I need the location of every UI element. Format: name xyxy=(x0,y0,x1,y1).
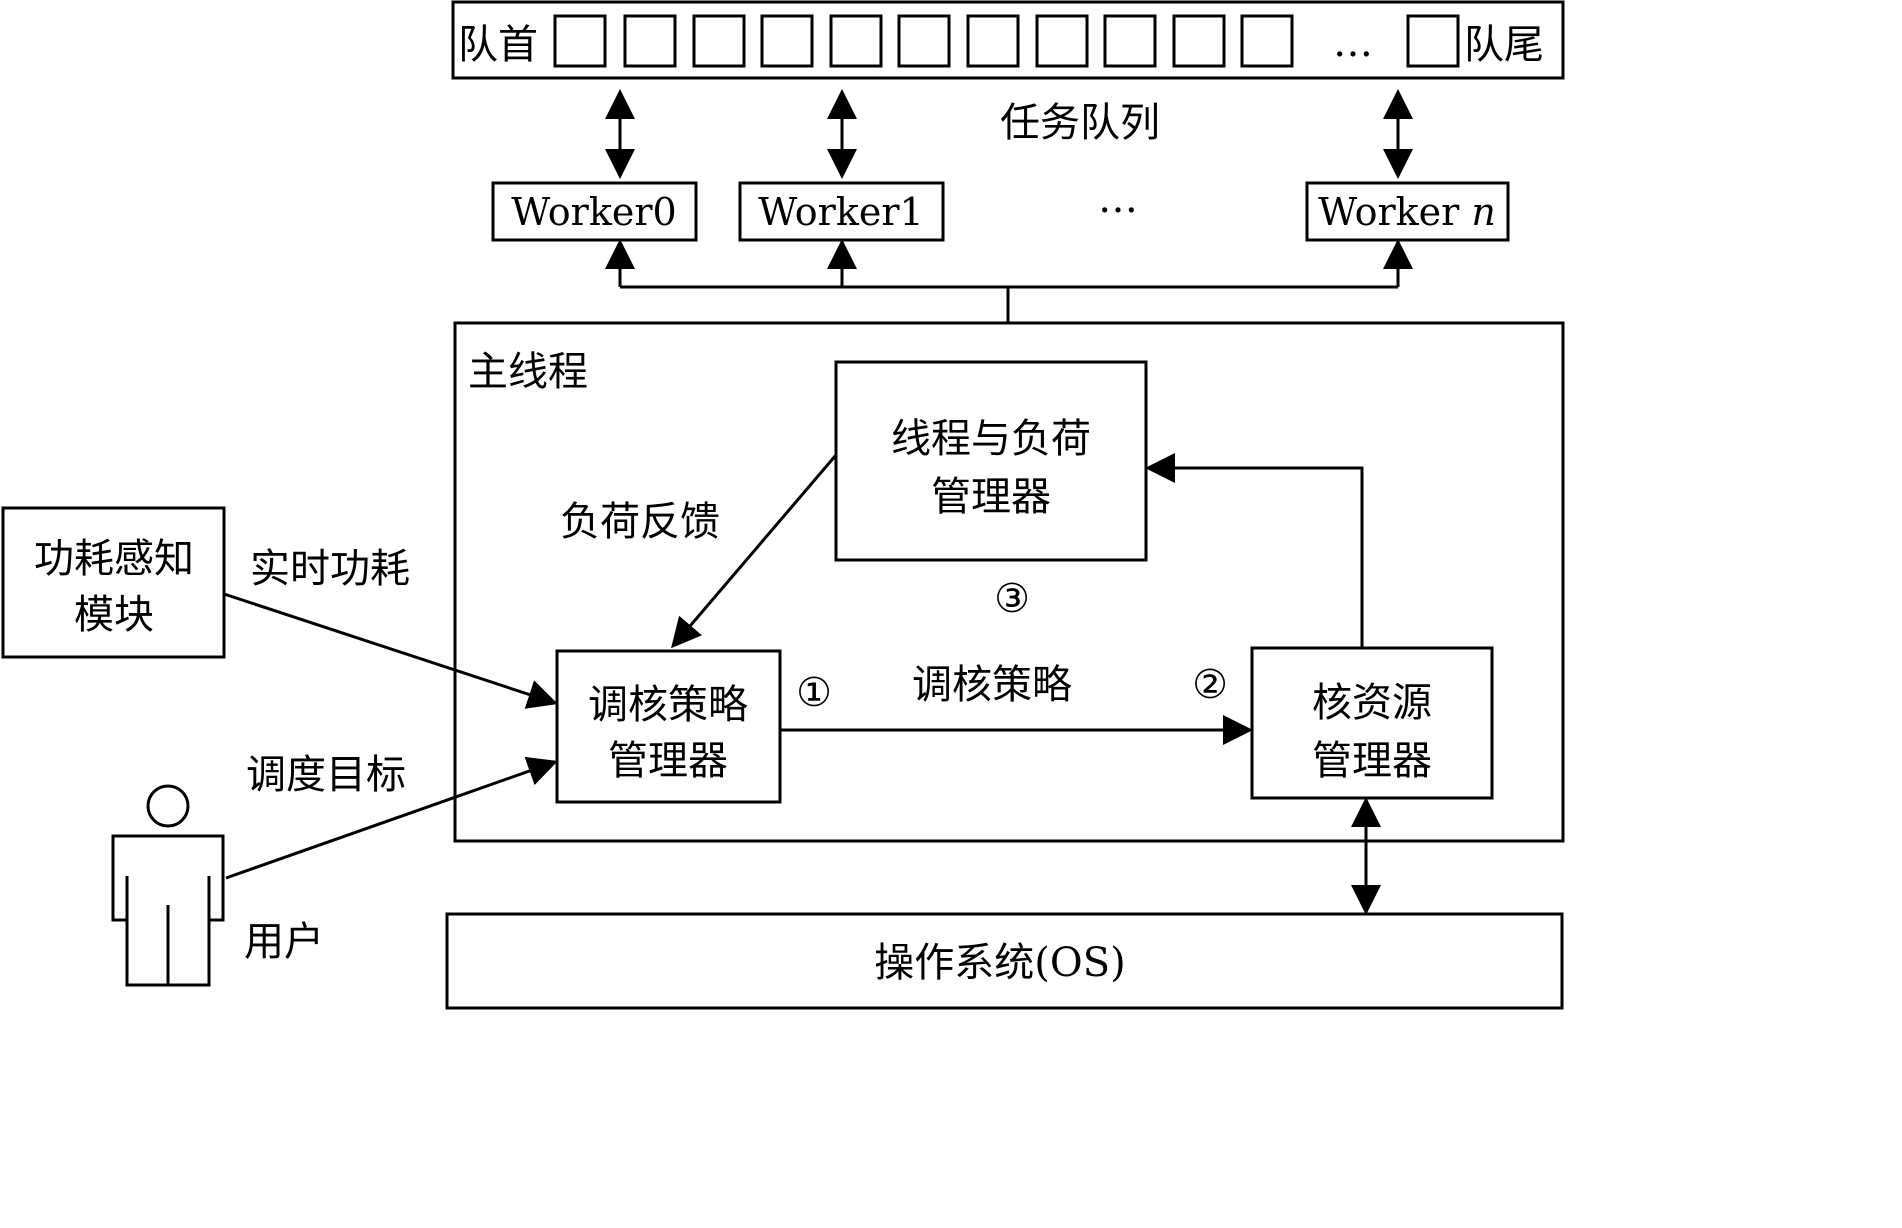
core-policy-label: 调核策略 xyxy=(912,662,1072,708)
queue-cell xyxy=(623,14,677,68)
queue-cell xyxy=(553,14,607,68)
thread-load-manager-box xyxy=(834,360,1148,562)
power-aware-module: 功耗感知 模块 xyxy=(1,506,226,659)
queue-head-label: 队首 xyxy=(458,22,538,68)
core-resource-manager-box xyxy=(1250,646,1494,800)
worker-n-prefix: Worker xyxy=(1318,190,1471,234)
operating-system: 操作系统(OS) xyxy=(445,912,1564,1010)
resource-to-thread-arrow xyxy=(1145,453,1364,648)
schedule-target-label: 调度目标 xyxy=(246,752,406,798)
user-figure xyxy=(111,784,225,987)
queue-cell xyxy=(966,14,1020,68)
queue-cell xyxy=(760,14,814,68)
thread-load-manager-line2: 管理器 xyxy=(931,474,1051,520)
thread-load-manager-line1: 线程与负荷 xyxy=(891,416,1091,462)
worker-n-label: Worker n xyxy=(1318,190,1496,234)
queue-cell xyxy=(1103,14,1157,68)
user-label: 用户 xyxy=(244,919,324,965)
queue-cells xyxy=(553,14,1460,68)
workers-ellipsis: … xyxy=(1098,176,1138,222)
core-resource-manager: 核资源 管理器 xyxy=(1250,646,1494,800)
worker-0: Worker0 xyxy=(491,181,698,242)
queue-ellipsis: … xyxy=(1333,20,1373,66)
main-thread-title: 主线程 xyxy=(468,349,588,395)
worker-0-label: Worker0 xyxy=(511,190,676,234)
step-marker-2: ② xyxy=(1192,662,1228,708)
step-marker-1: ① xyxy=(796,670,832,716)
worker-n-box xyxy=(1305,181,1510,242)
queue-cell xyxy=(829,14,883,68)
core-resource-manager-line1: 核资源 xyxy=(1312,680,1432,726)
core-policy-manager-line2: 管理器 xyxy=(608,738,728,784)
core-resource-manager-line2: 管理器 xyxy=(1312,738,1432,784)
power-aware-module-line2: 模块 xyxy=(74,592,154,638)
queue-cell xyxy=(692,14,746,68)
user-head xyxy=(146,784,190,828)
load-feedback-label: 负荷反馈 xyxy=(560,499,720,545)
step-marker-3: ③ xyxy=(994,576,1030,622)
worker-n: Worker n xyxy=(1305,181,1510,242)
queue-cell xyxy=(1240,14,1294,68)
operating-system-box xyxy=(445,912,1564,1010)
power-aware-module-box xyxy=(1,506,226,659)
queue-cell xyxy=(897,14,951,68)
queue-cell xyxy=(1172,14,1226,68)
worker-1-label: Worker1 xyxy=(758,190,923,234)
core-policy-manager: 调核策略 管理器 xyxy=(555,649,782,804)
operating-system-label: 操作系统(OS) xyxy=(874,940,1125,986)
queue-cell xyxy=(1035,14,1089,68)
core-policy-manager-line1: 调核策略 xyxy=(588,682,748,728)
queue-cell xyxy=(1406,14,1460,68)
worker-1: Worker1 xyxy=(738,181,945,242)
core-policy-manager-box xyxy=(555,649,782,804)
architecture-diagram: 队首 … 队尾 任务队列 Worker0 Worker1 … xyxy=(1,0,1565,1010)
queue-tail-label: 队尾 xyxy=(1464,22,1544,68)
worker-1-box xyxy=(738,181,945,242)
power-aware-module-line1: 功耗感知 xyxy=(34,536,194,582)
load-feedback-arrow xyxy=(671,454,838,649)
realtime-power-label: 实时功耗 xyxy=(250,546,410,592)
thread-load-manager: 线程与负荷 管理器 xyxy=(834,360,1148,562)
worker-n-var: n xyxy=(1471,190,1495,234)
realtime-power-arrow xyxy=(223,592,558,709)
task-queue-caption: 任务队列 xyxy=(1000,100,1160,146)
worker-0-box xyxy=(491,181,698,242)
task-queue: 队首 … 队尾 xyxy=(451,0,1565,80)
schedule-target-arrow xyxy=(225,756,558,880)
